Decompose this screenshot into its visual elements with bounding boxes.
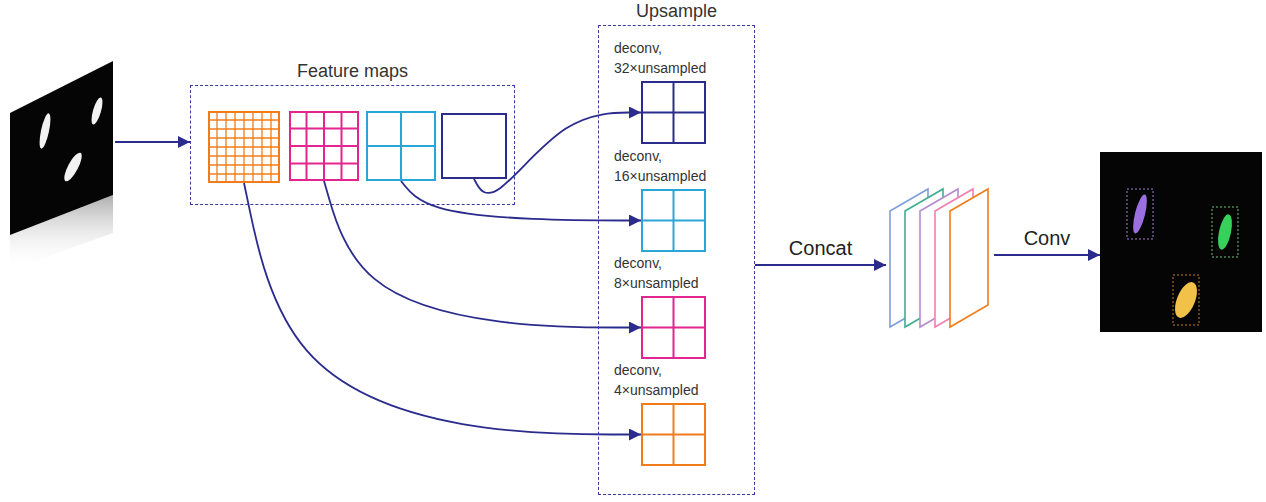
stack-art bbox=[886, 185, 994, 330]
grid-art bbox=[366, 111, 436, 181]
output-image bbox=[1100, 152, 1262, 332]
cell-blob bbox=[61, 151, 85, 184]
grid-line bbox=[289, 163, 359, 165]
detection-box bbox=[1212, 207, 1238, 257]
grid-line bbox=[208, 164, 280, 165]
grid-line bbox=[261, 111, 262, 183]
layer-caption: deconv, 16×unsampled bbox=[614, 146, 739, 186]
edge-label-holder: Concat bbox=[789, 237, 852, 260]
grid-frame bbox=[642, 404, 705, 465]
cell-blob bbox=[89, 96, 104, 125]
grid-line bbox=[208, 173, 280, 174]
feature-map-grid bbox=[289, 111, 359, 181]
layer-caption: deconv, 4×unsampled bbox=[614, 360, 739, 400]
segmented-cell bbox=[1130, 193, 1149, 234]
grid-line bbox=[641, 220, 706, 222]
grid-frame bbox=[209, 112, 279, 182]
input-image bbox=[5, 55, 115, 270]
upsampled-grid: deconv, 8×unsampled bbox=[641, 296, 706, 359]
cell-blob bbox=[37, 113, 52, 150]
flow-arrow bbox=[115, 141, 190, 143]
grid-line bbox=[208, 155, 280, 156]
operation-label: Concat bbox=[789, 237, 852, 260]
grid-art bbox=[641, 296, 706, 359]
upsample-group: deconv, 32×unsampleddeconv, 16×unsampled… bbox=[598, 25, 755, 495]
upsampled-grid: deconv, 16×unsampled bbox=[641, 189, 706, 252]
grid-line bbox=[270, 111, 271, 183]
grid-frame bbox=[367, 112, 435, 180]
grid-art bbox=[208, 111, 280, 183]
flow-arrow bbox=[324, 181, 641, 328]
grid-line bbox=[641, 434, 706, 436]
image-plane bbox=[10, 61, 113, 235]
segmented-cell bbox=[1171, 279, 1202, 321]
grid-frame bbox=[290, 112, 358, 180]
grid-line bbox=[641, 327, 706, 329]
grid-line bbox=[341, 111, 343, 181]
grid-art bbox=[289, 111, 359, 181]
grid-frame bbox=[642, 190, 705, 251]
grid-art bbox=[641, 403, 706, 466]
upsampled-grid: deconv, 32×unsampled bbox=[641, 81, 706, 144]
operation-label: Conv bbox=[1024, 227, 1071, 250]
feature-map-grid bbox=[208, 111, 280, 183]
feature-maps-group: Feature maps bbox=[190, 85, 515, 205]
grid-line bbox=[641, 112, 706, 114]
grid-art bbox=[641, 189, 706, 252]
feature-layer bbox=[950, 189, 988, 327]
group-heading: Upsample bbox=[599, 0, 754, 22]
input-image-art bbox=[5, 55, 115, 270]
flow-arrow bbox=[994, 254, 1100, 256]
detection-box bbox=[1127, 189, 1153, 239]
group-heading: Feature maps bbox=[191, 60, 514, 82]
feature-map-grid bbox=[441, 113, 507, 179]
flow-arrow bbox=[401, 181, 641, 221]
upsampled-grid: deconv, 4×unsampled bbox=[641, 403, 706, 466]
layer-caption: deconv, 8×unsampled bbox=[614, 253, 739, 293]
layer-caption: deconv, 32×unsampled bbox=[614, 38, 739, 78]
flow-arrow bbox=[244, 183, 641, 435]
grid-line bbox=[366, 145, 436, 147]
feature-map-grid bbox=[366, 111, 436, 181]
concat-stack bbox=[886, 185, 994, 330]
grid-frame bbox=[442, 114, 506, 178]
grid-frame bbox=[642, 297, 705, 358]
grid-line bbox=[252, 111, 253, 183]
grid-art bbox=[641, 81, 706, 144]
image-plane bbox=[1100, 152, 1262, 332]
edge-label-holder: Conv bbox=[1024, 227, 1071, 250]
grid-line bbox=[289, 145, 359, 147]
grid-art bbox=[441, 113, 507, 179]
grid-frame bbox=[642, 82, 705, 143]
flow-arrow bbox=[755, 264, 886, 266]
segmented-cell bbox=[1215, 213, 1234, 251]
grid-line bbox=[208, 146, 280, 147]
output-image-art bbox=[1100, 152, 1262, 332]
